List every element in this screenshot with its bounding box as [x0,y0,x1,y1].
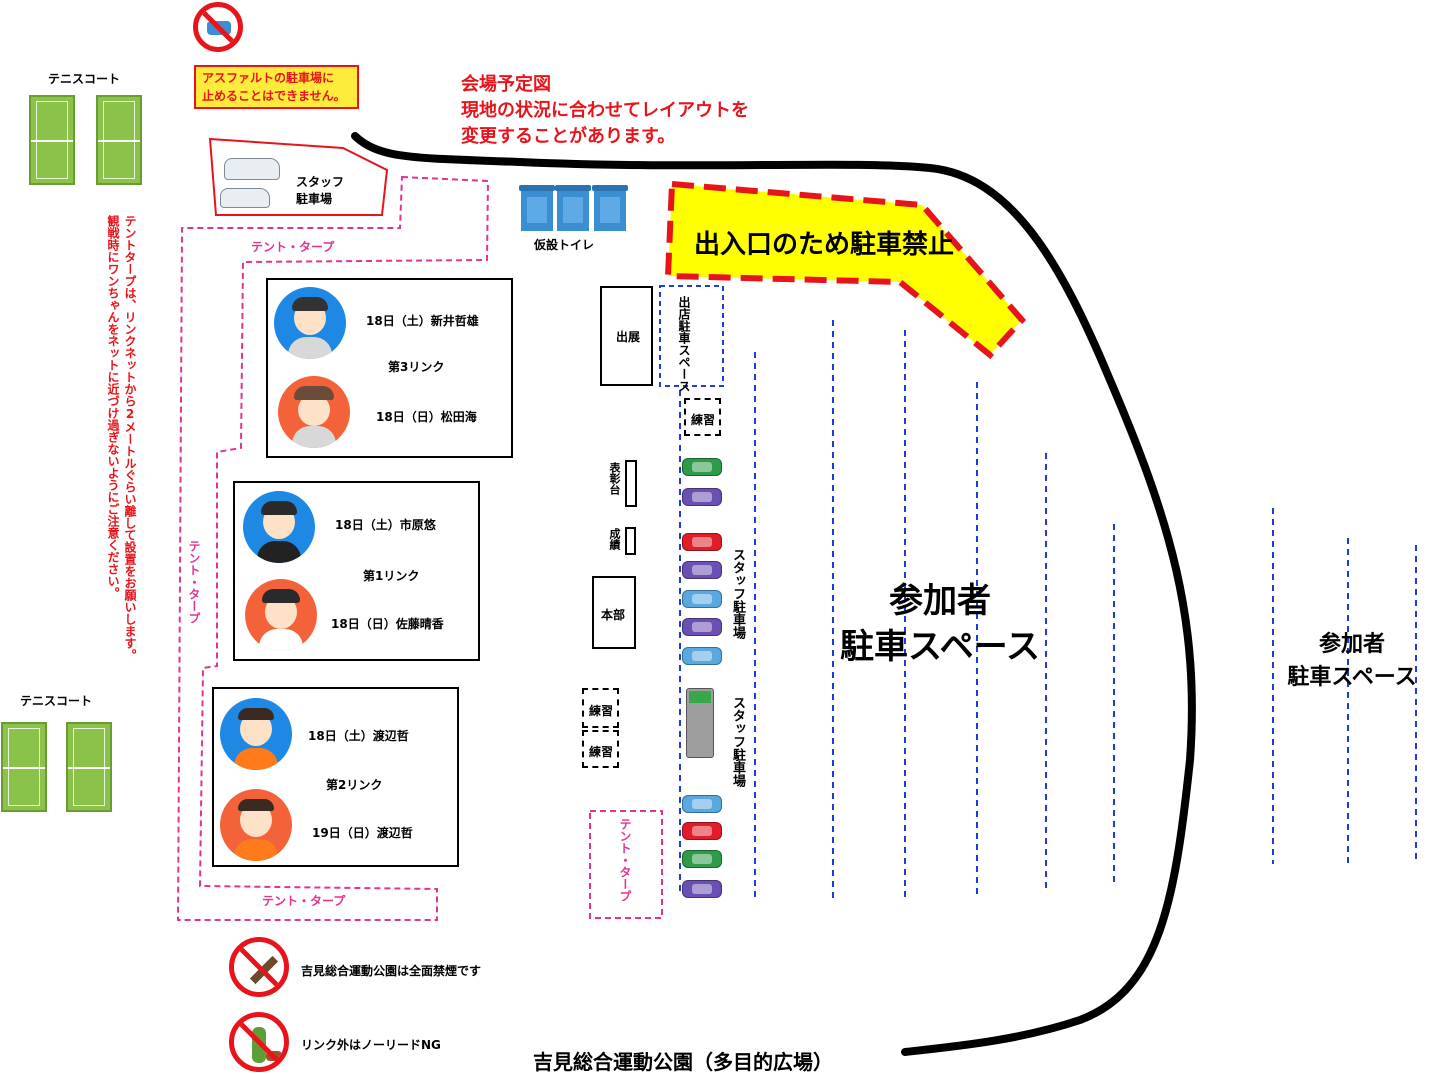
warning-line-1: アスファルトの駐車場に [202,71,335,85]
judge-avatar-icon [274,287,346,359]
car-icon [682,458,722,476]
no-car-icon [193,2,243,52]
vendor-parking-label: 出店駐車スペース [677,296,691,392]
results-label: 成績 [608,528,621,550]
rink-2-name: 第2リンク [326,778,383,792]
car-icon [682,795,722,813]
car-icon [682,850,722,868]
rink-1-name: 第1リンク [363,569,420,583]
car-icon [682,822,722,840]
park-name: 吉見総合運動公園（多目的広場） [533,1050,833,1074]
tennis-court [1,722,47,812]
rink-3-judge-sun: 18日（日）松田海 [376,410,477,424]
car-icon [682,488,722,506]
staff-car-icon [224,158,280,180]
temp-toilet-label: 仮設トイレ [534,238,595,252]
vendor-label: 出展 [616,330,641,344]
no-leash-text: リンク外はノーリードNG [301,1038,441,1052]
no-smoking-text: 吉見総合運動公園は全面禁煙です [301,964,482,978]
practice-area: 練習 [684,398,721,436]
tennis-court-label-top: テニスコート [48,72,121,86]
judge-avatar-icon [243,491,315,563]
tennis-court [29,95,75,185]
car-icon [682,880,722,898]
results-board [625,527,636,555]
participant-parking-main-label: 参加者 駐車スペース [840,581,1040,667]
vendor-parking-area [659,285,724,387]
tent-zone-small [589,810,663,919]
no-offleash-dog-icon [229,1012,289,1072]
judge-avatar-icon [245,579,317,651]
car-icon [682,647,722,665]
park-road [351,132,1196,1056]
truck-icon [686,688,714,758]
practice-label: 練習 [589,704,614,718]
no-parking-zone [664,180,1027,360]
portable-toilet-icon [519,185,555,231]
hq-label: 本部 [601,608,626,622]
awards-podium [625,460,637,507]
practice-label: 練習 [691,413,716,427]
tent-notice: テントタープは、リンクネットから2メートルぐらい離して設置をお願いします。 観戦… [106,215,137,661]
warning-line-2: 止めることはできません。 [202,89,346,103]
tent-tarp-label-left: テント・タープ [187,540,201,624]
rink-2-judge-sun: 19日（日）渡辺哲 [312,826,413,840]
practice-label: 練習 [589,745,614,759]
tennis-court [96,95,142,185]
venue-notice-line-3: 変更することがあります。 [461,126,676,147]
rink-card-3: 18日（土）新井哲雄 第3リンク 18日（日）松田海 [266,278,513,458]
staff-parking-area [208,137,389,216]
asphalt-parking-warning: アスファルトの駐車場に 止めることはできません。 [194,65,359,109]
no-smoking-icon [229,937,289,997]
car-icon [682,618,722,636]
portable-toilet-icon [555,185,591,231]
tent-tarp-label-top: テント・タープ [251,240,335,254]
venue-notice: 会場予定図 現地の状況に合わせてレイアウトを 変更することがあります。 [461,72,749,150]
rink-3-name: 第3リンク [388,360,445,374]
practice-area: 練習 [582,730,619,768]
portable-toilet-icon [592,185,628,231]
rink-card-1: 18日（土）市原悠 第1リンク 18日（日）佐藤晴香 [233,481,480,661]
participant-parking-side-label: 参加者 駐車スペース [1287,632,1417,690]
car-icon [682,533,722,551]
awards-label: 表彰台 [608,462,621,495]
car-icon [682,561,722,579]
rink-1-judge-sat: 18日（土）市原悠 [335,518,436,532]
venue-notice-line-1: 会場予定図 [461,74,551,95]
rink-3-judge-sat: 18日（土）新井哲雄 [366,314,479,328]
staff-parking-label-vertical-1: スタッフ駐車場 [730,548,745,639]
rink-card-2: 18日（土）渡辺哲 第2リンク 19日（日）渡辺哲 [212,687,459,867]
tent-tarp-label-bottom: テント・タープ [262,894,346,908]
vendor-booth: 出展 [600,286,653,386]
parking-lane-lines [679,320,1417,898]
tennis-court [66,722,112,812]
practice-area: 練習 [582,688,619,728]
rink-2-judge-sat: 18日（土）渡辺哲 [308,729,409,743]
rink-1-judge-sun: 18日（日）佐藤晴香 [331,617,444,631]
staff-parking-label-vertical-2: スタッフ駐車場 [730,696,745,787]
judge-avatar-icon [220,698,292,770]
judge-avatar-icon [278,376,350,448]
staff-parking-label: スタッフ 駐車場 [296,175,345,206]
no-parking-label: 出入口のため駐車禁止 [694,230,955,260]
venue-notice-line-2: 現地の状況に合わせてレイアウトを [461,100,749,121]
judge-avatar-icon [220,789,292,861]
headquarters: 本部 [592,576,636,649]
car-icon [682,590,722,608]
tent-zone-top [176,175,490,921]
staff-car-icon [220,188,270,208]
tent-tarp-label-small: テント・タープ [618,818,632,902]
tennis-court-label-bottom: テニスコート [20,694,93,708]
